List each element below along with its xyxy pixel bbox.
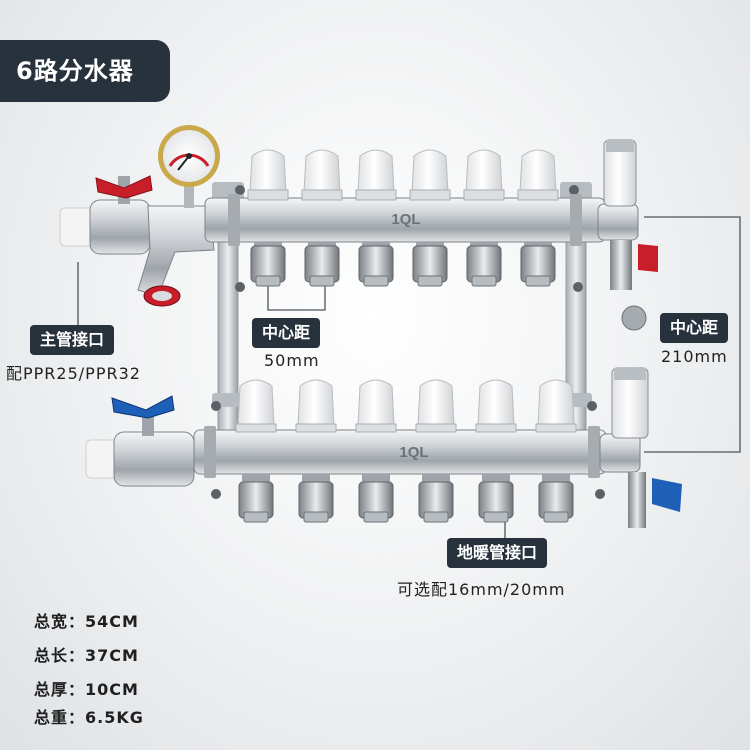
supply-loop-valve-collar bbox=[517, 189, 559, 201]
return-loop-outlet-neck bbox=[242, 474, 270, 484]
return-loop-outlet-tip bbox=[483, 511, 509, 523]
supply-loop-valve-cap bbox=[411, 149, 449, 193]
return-loop-valve-cap bbox=[297, 379, 335, 427]
supply-loop-outlet-tip bbox=[363, 275, 389, 287]
floor-heating-tag: 地暖管接口 bbox=[447, 538, 548, 568]
return-loop-outlet-neck bbox=[302, 474, 330, 484]
spec-weight: 总重：6.5KG bbox=[34, 708, 144, 727]
main-pipe-detail: 配PPR25/PPR32 bbox=[6, 364, 141, 383]
supply-manifold bbox=[59, 125, 658, 331]
supply-loop-outlet-tip bbox=[309, 275, 335, 287]
supply-loop-valve-collar bbox=[301, 189, 343, 201]
return-loop-outlet-tip bbox=[543, 511, 569, 523]
supply-loop-valve-collar bbox=[247, 189, 289, 201]
return-loop-valve-cap bbox=[417, 379, 455, 427]
return-loop-valve-collar bbox=[355, 423, 397, 433]
supply-loop-valve-cap bbox=[465, 149, 503, 193]
bar-spacing-tag: 中心距 bbox=[660, 313, 729, 343]
return-loop-outlet-neck bbox=[482, 474, 510, 484]
supply-loop-outlet-tip bbox=[255, 275, 281, 287]
bar-spacing-detail: 210mm bbox=[661, 347, 728, 366]
spec-thickness: 总厚：10CM bbox=[34, 680, 139, 699]
supply-loop-outlet-tip bbox=[525, 275, 551, 287]
return-loop-outlet-tip bbox=[423, 511, 449, 523]
return-loop-valve-cap bbox=[537, 379, 575, 427]
mounting-brackets bbox=[211, 182, 605, 499]
return-loop-outlet-tip bbox=[303, 511, 329, 523]
return-loop-valve-collar bbox=[235, 423, 277, 433]
loop-valves bbox=[235, 149, 577, 523]
supply-loop-valve-collar bbox=[463, 189, 505, 201]
loop-spacing-tag: 中心距 bbox=[252, 318, 321, 348]
brand-mark-bottom: 1QL bbox=[399, 444, 428, 461]
brand-mark-top: 1QL bbox=[391, 211, 420, 228]
return-loop-valve-cap bbox=[477, 379, 515, 427]
page-title: 6路分水器 bbox=[0, 40, 170, 102]
supply-loop-valve-collar bbox=[355, 189, 397, 201]
floor-heating-detail: 可选配16mm/20mm bbox=[397, 580, 566, 599]
supply-loop-valve-cap bbox=[303, 149, 341, 193]
return-loop-valve-collar bbox=[415, 423, 457, 433]
supply-loop-valve-collar bbox=[409, 189, 451, 201]
return-loop-outlet-neck bbox=[422, 474, 450, 484]
supply-loop-valve-cap bbox=[519, 149, 557, 193]
return-loop-outlet-tip bbox=[243, 511, 269, 523]
return-loop-valve-collar bbox=[475, 423, 517, 433]
loop-spacing-detail: 50mm bbox=[264, 351, 320, 370]
spec-length: 总长：37CM bbox=[34, 646, 139, 665]
return-manifold bbox=[85, 367, 682, 528]
supply-loop-outlet-tip bbox=[417, 275, 443, 287]
return-loop-valve-collar bbox=[535, 423, 577, 433]
return-loop-outlet-tip bbox=[363, 511, 389, 523]
return-loop-valve-cap bbox=[357, 379, 395, 427]
spec-width: 总宽：54CM bbox=[34, 612, 139, 631]
return-loop-outlet-neck bbox=[542, 474, 570, 484]
supply-loop-outlet-tip bbox=[471, 275, 497, 287]
main-pipe-tag: 主管接口 bbox=[30, 325, 115, 355]
return-loop-valve-collar bbox=[295, 423, 337, 433]
supply-loop-valve-cap bbox=[249, 149, 287, 193]
supply-loop-valve-cap bbox=[357, 149, 395, 193]
return-loop-outlet-neck bbox=[362, 474, 390, 484]
return-loop-valve-cap bbox=[237, 379, 275, 427]
